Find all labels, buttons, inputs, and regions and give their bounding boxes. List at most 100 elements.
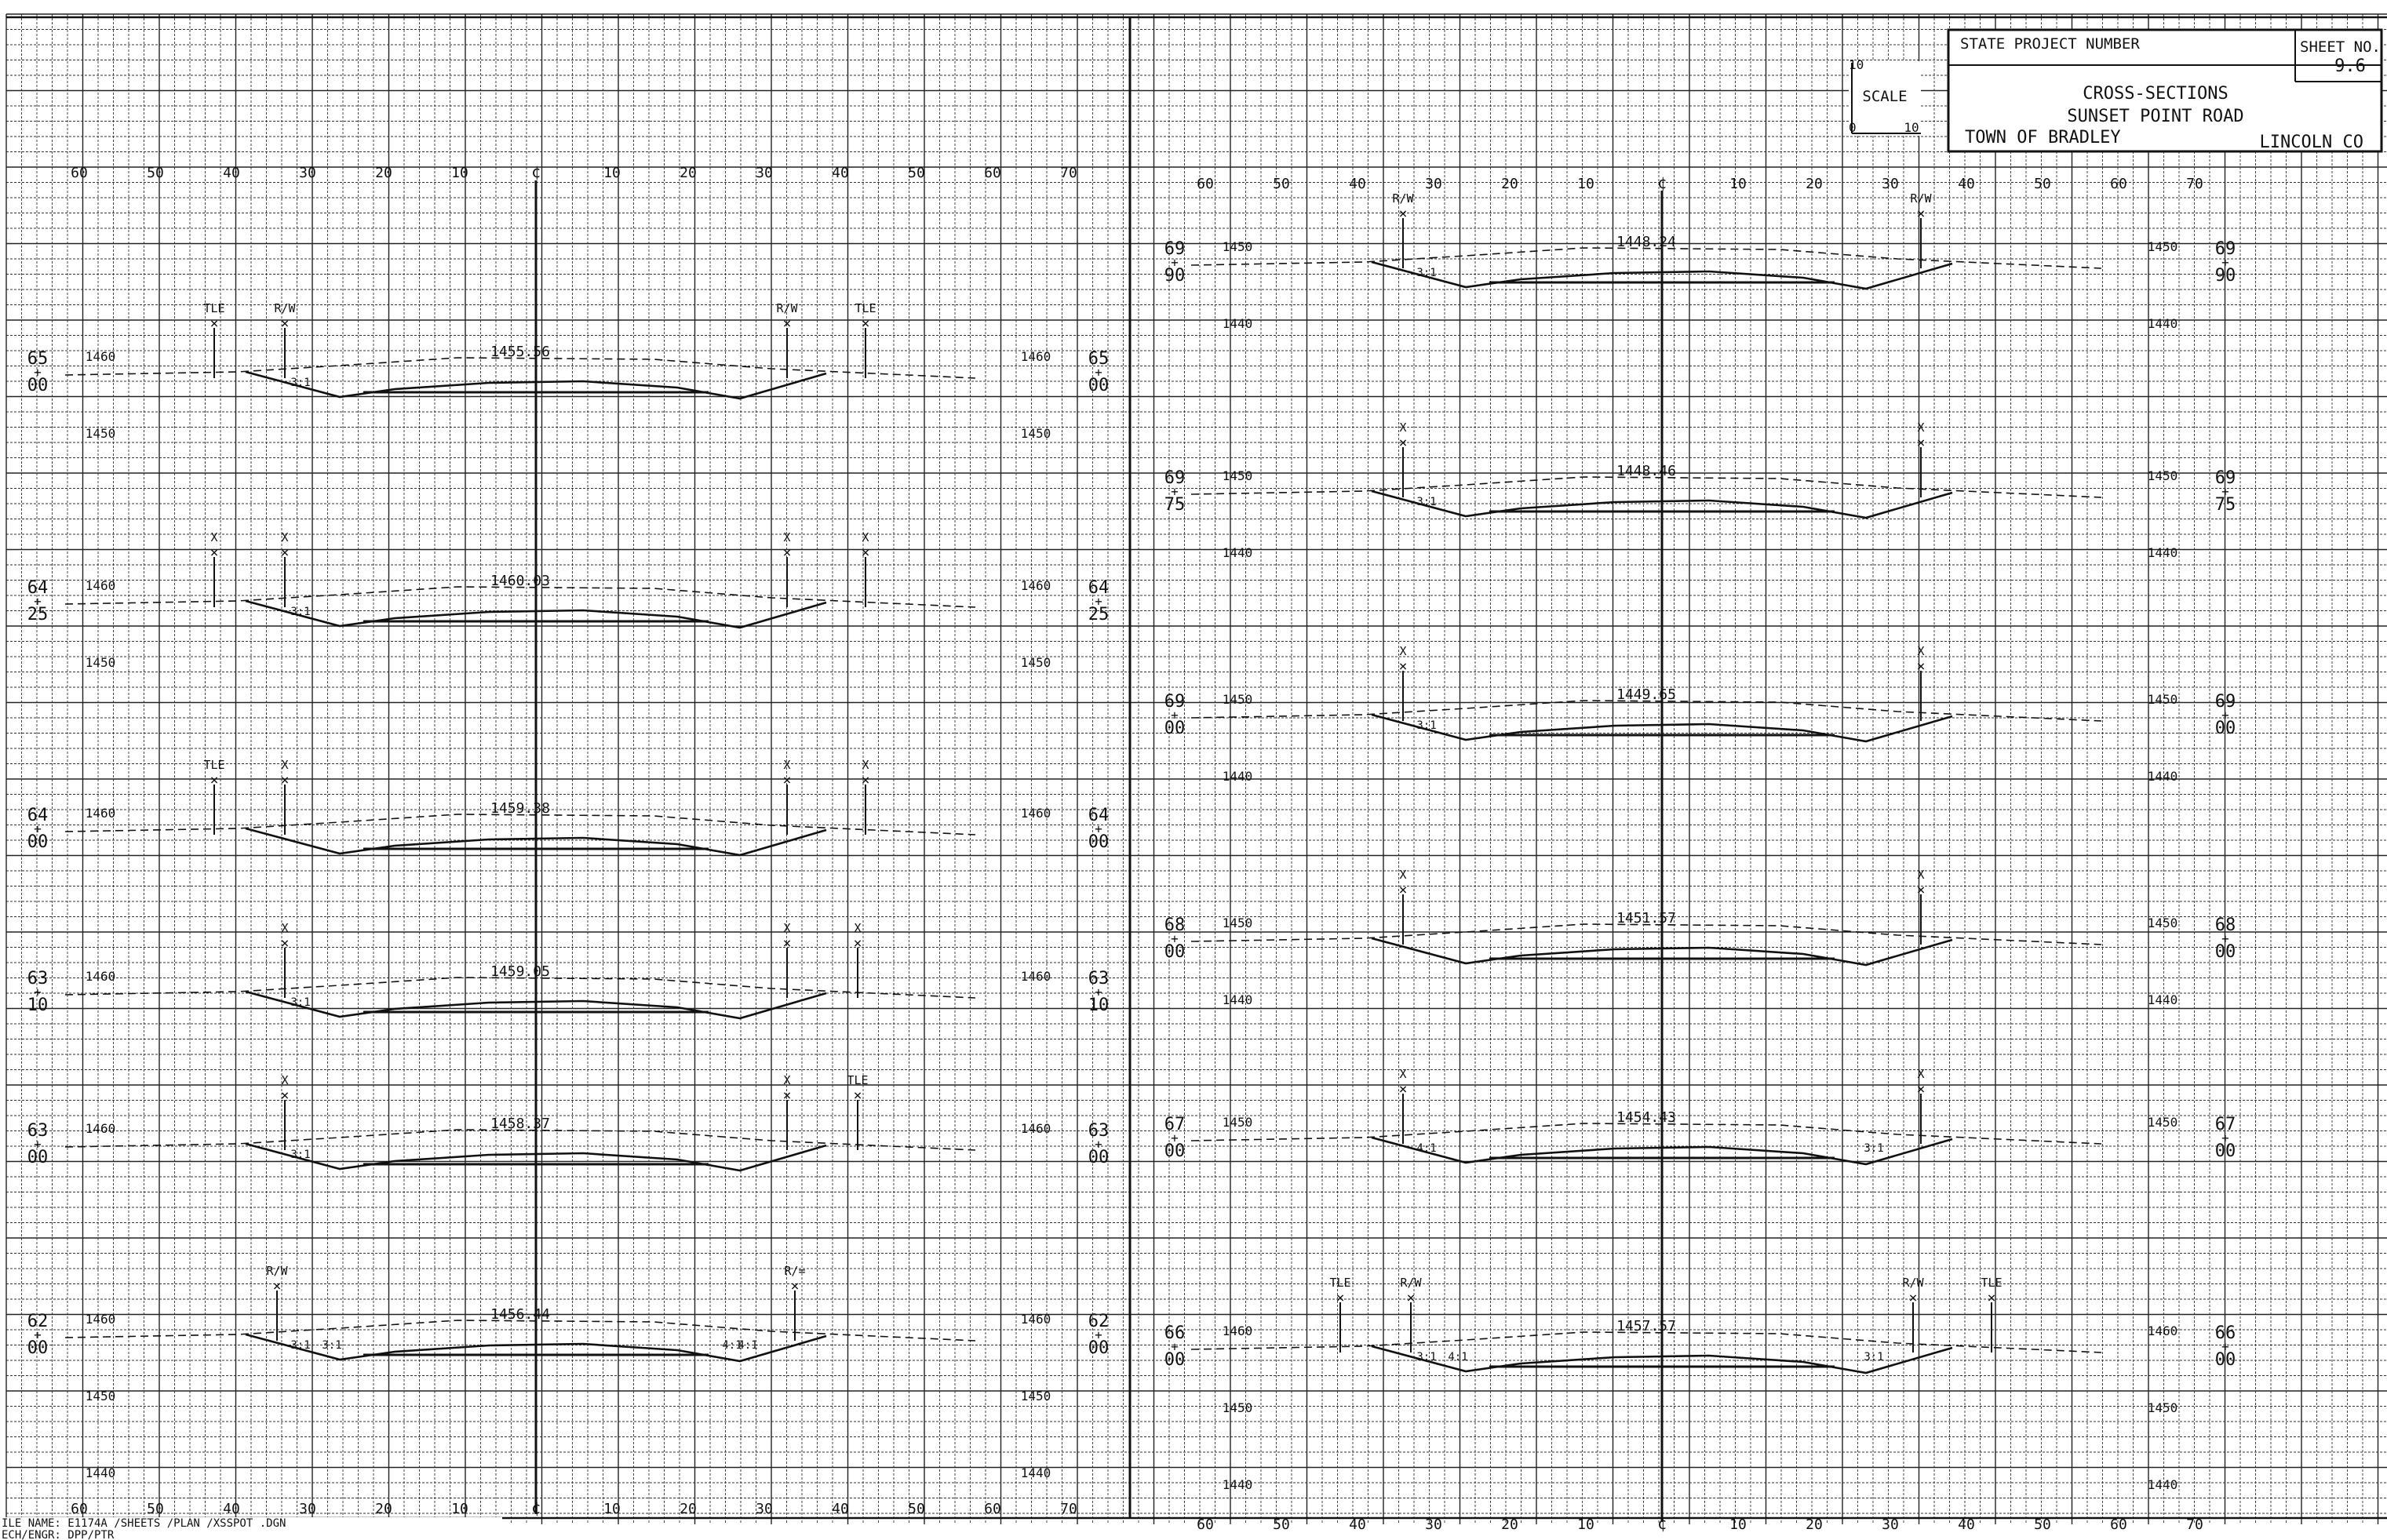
station-bottom: 90 — [1164, 266, 1186, 286]
slope-label: 3:1 — [1416, 1351, 1436, 1363]
elevation-label: 1440 — [2148, 769, 2178, 784]
tech-engr-note: ECH/ENGR: DPP/PTR — [2, 1529, 115, 1540]
slope-label: 3:1 — [1416, 267, 1436, 279]
marker-x: × — [854, 1087, 862, 1104]
offset-tick-label: 10 — [603, 165, 621, 181]
slope-label: 3:1 — [290, 606, 310, 618]
offset-tick-label: 10 — [451, 1501, 468, 1517]
county-name: LINCOLN CO — [2260, 133, 2363, 152]
offset-tick-label: 40 — [223, 1501, 240, 1517]
town-name: TOWN OF BRADLEY — [1965, 128, 2121, 147]
elevation-label: 1450 — [86, 655, 116, 670]
elevation-label: 1450 — [2148, 1115, 2178, 1130]
slope-label: 3:1 — [322, 1339, 341, 1352]
offset-tick-label: 60 — [2110, 1516, 2127, 1533]
scale-box: SCALE 10 0 10 — [1849, 57, 1921, 136]
station-plus: + — [1095, 821, 1102, 836]
marker-x: × — [1917, 658, 1926, 675]
existing-ground — [1190, 1123, 2102, 1145]
centerline-symbol: ¢ — [531, 162, 541, 181]
grade-elevation: 1459.38 — [490, 800, 550, 817]
marker-label: R/W — [1392, 191, 1414, 206]
elevation-label: 1460 — [86, 1121, 116, 1136]
station-top: 63 — [1088, 969, 1110, 988]
station-bottom: 75 — [1164, 495, 1186, 515]
station-top: 69 — [1164, 468, 1186, 488]
existing-ground — [1190, 247, 2102, 269]
offset-tick-label: 20 — [1501, 1516, 1518, 1533]
station-plus: + — [1171, 484, 1179, 499]
station-bottom: 00 — [27, 1338, 49, 1358]
offset-tick-label: 20 — [680, 165, 697, 181]
marker-label: X — [783, 921, 790, 935]
offset-tick-label: 30 — [299, 165, 316, 181]
station-top: 63 — [27, 969, 49, 988]
offset-tick-label: 10 — [1729, 1516, 1747, 1533]
marker-label: X — [1399, 1067, 1406, 1081]
marker-label: X — [783, 758, 790, 772]
station-plus: + — [34, 1137, 42, 1152]
offset-tick-label: 60 — [2110, 176, 2127, 192]
elevation-label: 1450 — [2148, 1400, 2178, 1415]
elevation-label: 1440 — [1223, 316, 1253, 331]
offset-tick-label: 20 — [680, 1501, 697, 1517]
marker-x: × — [281, 315, 290, 332]
grade-elevation: 1451.57 — [1616, 910, 1676, 927]
station-plus: + — [1171, 708, 1179, 723]
existing-ground — [64, 1320, 976, 1342]
slope-label: 3:1 — [1416, 496, 1436, 508]
marker-x: × — [1988, 1290, 1996, 1306]
marker-x: × — [210, 772, 219, 788]
station-top: 67 — [1164, 1115, 1186, 1134]
offset-tick-label: 70 — [2186, 176, 2203, 192]
marker-x: × — [1399, 658, 1408, 675]
marker-label: TLE — [855, 301, 876, 315]
proposed-template — [245, 827, 827, 857]
marker-label: X — [1399, 868, 1406, 882]
offset-tick-label: 70 — [1060, 165, 1077, 181]
offset-tick-label: 50 — [2034, 1516, 2051, 1533]
scale-label: SCALE — [1862, 88, 1907, 105]
offset-tick-label: 10 — [603, 1501, 621, 1517]
elevation-label: 1450 — [1223, 239, 1253, 254]
marker-x: × — [210, 544, 219, 561]
slope-label: 3:1 — [290, 377, 310, 389]
station-plus: + — [1095, 594, 1102, 609]
station-bottom: 00 — [27, 832, 49, 852]
station-top: 66 — [1164, 1323, 1186, 1343]
elevation-label: 1450 — [1223, 1115, 1253, 1130]
offset-tick-label: 30 — [299, 1501, 316, 1517]
station-bottom: 10 — [27, 996, 49, 1015]
offset-tick-label: 50 — [147, 165, 164, 181]
slope-label: 3:1 — [290, 996, 310, 1009]
title-line-1: CROSS-SECTIONS — [2083, 84, 2228, 104]
marker-label: X — [1917, 1067, 1924, 1081]
station-top: 65 — [1088, 349, 1110, 369]
station-bottom: 00 — [27, 376, 49, 395]
marker-label: TLE — [203, 758, 224, 772]
elevation-label: 1450 — [2148, 692, 2178, 707]
marker-label: TLE — [203, 301, 224, 315]
offset-tick-label: 10 — [1577, 176, 1594, 192]
slope-label: 3:1 — [290, 1149, 310, 1161]
grade-elevation: 1456.44 — [490, 1306, 550, 1323]
station-bottom: 10 — [1088, 996, 1110, 1015]
proposed-template — [245, 370, 827, 400]
offset-tick-label: 40 — [1349, 1516, 1366, 1533]
marker-label: X — [281, 530, 288, 544]
title-block: STATE PROJECT NUMBER SHEET NO. 9.6 CROSS… — [1947, 28, 2383, 153]
elevation-label: 1460 — [86, 578, 116, 593]
title-line-2: SUNSET POINT ROAD — [2067, 107, 2243, 126]
marker-label: R/W — [266, 1264, 288, 1278]
slope-label: 4:1 — [722, 1339, 742, 1352]
offset-tick-label: 30 — [1425, 1516, 1442, 1533]
station-top: 69 — [2215, 468, 2236, 488]
station-plus: + — [34, 821, 42, 836]
elevation-label: 1460 — [86, 1312, 116, 1327]
station-plus: + — [1095, 365, 1102, 380]
station-bottom: 00 — [1164, 1141, 1186, 1161]
offset-tick-label: 40 — [832, 165, 849, 181]
